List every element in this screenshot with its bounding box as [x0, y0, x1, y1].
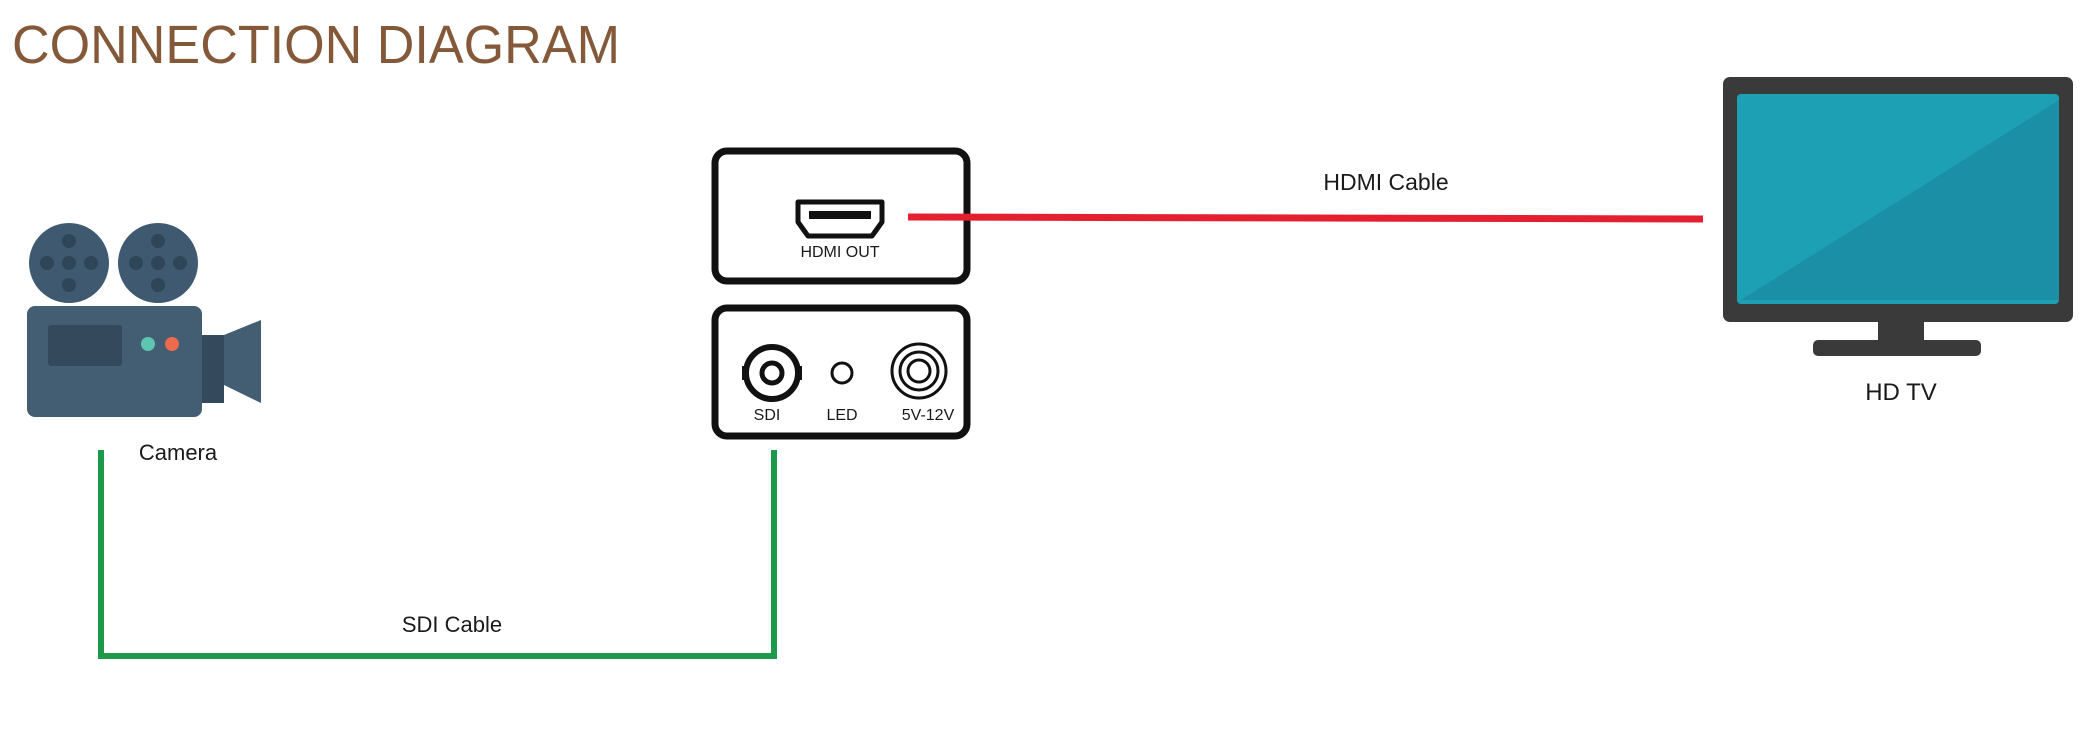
sdi-cable [98, 450, 777, 659]
power-label: 5V-12V [902, 407, 955, 424]
hdmi-port-icon [795, 199, 885, 239]
tv-label: HD TV [1865, 379, 1937, 406]
converter-hdmi-panel [711, 147, 971, 285]
hdmi-cable-label: HDMI Cable [1323, 169, 1448, 195]
power-jack-icon [890, 342, 948, 400]
hdmi-out-label: HDMI OUT [800, 244, 879, 261]
converter-sdi-panel [711, 304, 971, 440]
camera-label: Camera [139, 440, 218, 465]
television-icon [1723, 77, 2073, 356]
hdmi-cable [907, 213, 1704, 223]
sdi-bnc-connector-icon [742, 344, 802, 402]
sdi-cable-label: SDI Cable [402, 612, 502, 637]
video-camera-icon [27, 223, 261, 417]
led-label: LED [826, 407, 857, 424]
diagram-title: CONNECTION DIAGRAM [12, 15, 620, 75]
led-indicator-icon [830, 361, 854, 385]
sdi-port-label: SDI [754, 407, 781, 424]
